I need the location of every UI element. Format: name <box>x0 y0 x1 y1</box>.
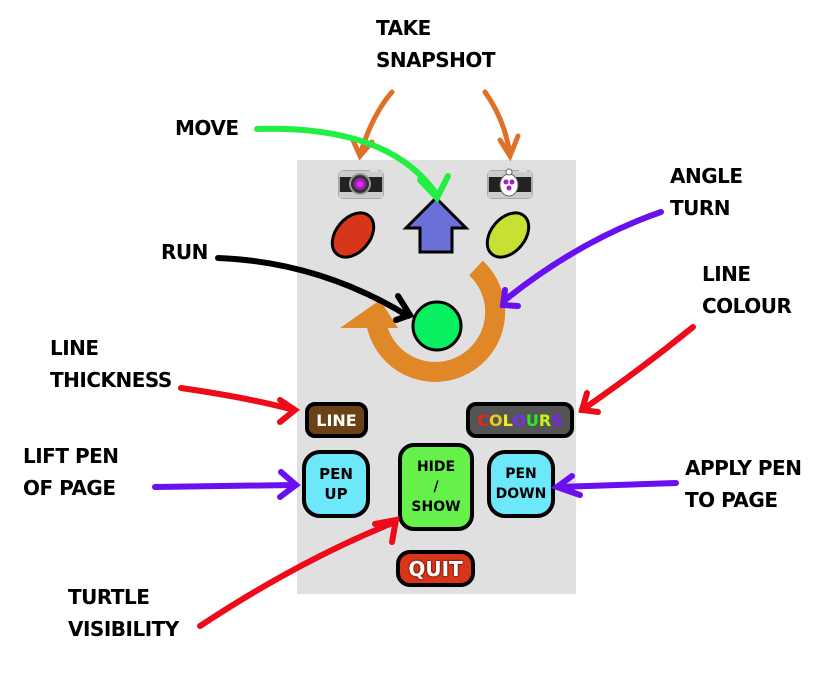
line-thickness-arrow <box>178 385 301 425</box>
line-colour-label: LINE COLOUR <box>702 258 792 322</box>
line-thickness-button[interactable]: LINE <box>305 402 368 438</box>
line-colour-line-1: LINE <box>702 262 751 286</box>
apply-pen-label: APPLY PEN TO PAGE <box>685 452 802 516</box>
lift-pen-line-2: OF PAGE <box>23 476 116 500</box>
colours-button-label: COLOURS <box>477 411 562 430</box>
lift-pen-label: LIFT PEN OF PAGE <box>23 440 119 504</box>
snapshot-turtle-camera-button[interactable] <box>487 166 533 200</box>
line-thickness-line-2: THICKNESS <box>50 368 172 392</box>
pen-up-button[interactable]: PEN UP <box>302 450 370 518</box>
angle-turn-line-2: TURN <box>670 196 731 220</box>
colours-letter: S <box>551 410 563 430</box>
colours-letter: U <box>525 410 539 430</box>
hide-label-1: HIDE <box>416 459 456 475</box>
camera-icon <box>338 168 384 199</box>
turtle-visibility-line-2: VISIBILITY <box>68 617 179 641</box>
hide-label-2: / <box>433 479 439 495</box>
line-colour-line-2: COLOUR <box>702 294 792 318</box>
apply-pen-line-1: APPLY PEN <box>685 456 802 480</box>
quit-button[interactable]: QUIT <box>396 550 475 587</box>
snapshot-arrow-right <box>482 89 521 162</box>
lift-pen-arrow <box>152 469 301 500</box>
turtle-visibility-label: TURTLE VISIBILITY <box>68 581 179 645</box>
colours-letter: O <box>512 410 526 430</box>
colours-button[interactable]: COLOURS <box>466 402 574 438</box>
move-label: MOVE <box>175 116 239 140</box>
line-thickness-line-1: LINE <box>50 336 99 360</box>
snapshot-arrow-left <box>349 89 395 161</box>
run-label: RUN <box>161 240 208 264</box>
line-thickness-label: LINE THICKNESS <box>50 332 172 396</box>
turtle-visibility-line-1: TURTLE <box>68 585 150 609</box>
take-snapshot-line-2: SNAPSHOT <box>376 48 496 72</box>
move-arrow-icon[interactable] <box>402 195 470 254</box>
pen-down-label-2: DOWN <box>495 486 547 502</box>
angle-turn-label: ANGLE TURN <box>670 160 743 224</box>
run-button-circle[interactable] <box>411 300 463 352</box>
snapshot-camera-button[interactable] <box>338 166 384 200</box>
turtle-camera-icon <box>487 168 533 199</box>
colours-letter: O <box>489 410 503 430</box>
colours-letter: L <box>502 410 513 430</box>
lift-pen-line-1: LIFT PEN <box>23 444 119 468</box>
take-snapshot-label: TAKE SNAPSHOT <box>376 12 496 76</box>
pen-up-label-1: PEN <box>319 465 353 483</box>
colours-letter: R <box>538 410 552 430</box>
angle-turn-line-1: ANGLE <box>670 164 743 188</box>
apply-pen-line-2: TO PAGE <box>685 488 778 512</box>
pen-up-label-2: UP <box>324 485 348 503</box>
quit-label: QUIT <box>408 556 463 581</box>
line-button-label: LINE <box>316 410 357 430</box>
pen-down-button[interactable]: PEN DOWN <box>487 450 555 518</box>
pen-down-label-1: PEN <box>505 466 537 482</box>
hide-label-3: SHOW <box>411 499 461 515</box>
hide-show-button[interactable]: HIDE / SHOW <box>398 443 474 531</box>
turn-left-oval[interactable] <box>324 205 382 265</box>
line-colour-arrow <box>578 324 696 415</box>
colours-letter: C <box>477 410 490 430</box>
take-snapshot-line-1: TAKE <box>376 16 431 40</box>
